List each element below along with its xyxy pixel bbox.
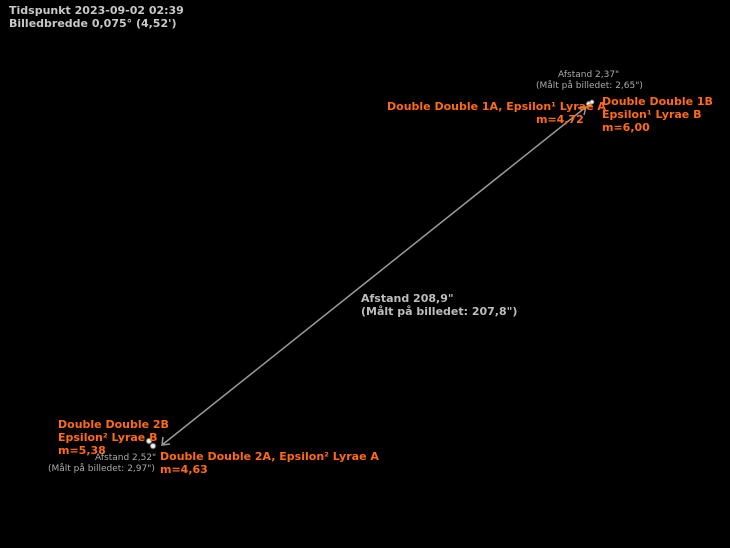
arrow-head-top bbox=[577, 106, 587, 116]
pair1-distance: Afstand 2,37" bbox=[558, 70, 620, 80]
star-1b[interactable] bbox=[589, 99, 595, 105]
star-2a-name: Double Double 2A, Epsilon² Lyrae A bbox=[160, 450, 379, 463]
pair2-measured: (Målt på billedet: 2,97") bbox=[48, 464, 155, 474]
star-2a-mag: m=4,63 bbox=[160, 463, 208, 476]
main-measured: (Målt på billedet: 207,8") bbox=[361, 305, 518, 318]
arrow-head-bottom bbox=[161, 436, 171, 446]
pair1-measured: (Målt på billedet: 2,65") bbox=[536, 81, 643, 91]
distance-line bbox=[161, 106, 587, 446]
star-1a-mag: m=4,72 bbox=[536, 113, 584, 126]
main-distance: Afstand 208,9" bbox=[361, 292, 454, 305]
star-2b-mag: m=5,38 bbox=[58, 444, 106, 457]
star-2a[interactable] bbox=[149, 442, 157, 450]
star-1b-name: Double Double 1B bbox=[602, 95, 713, 108]
field-of-view: Billedbredde 0,075° (4,52') bbox=[9, 17, 177, 30]
timestamp: Tidspunkt 2023-09-02 02:39 bbox=[9, 4, 184, 17]
pair2-distance: Afstand 2,52" bbox=[95, 453, 157, 463]
star-1b-alias: Epsilon¹ Lyrae B bbox=[602, 108, 702, 121]
star-2b-alias: Epsilon² Lyrae B bbox=[58, 431, 158, 444]
star-2b-name: Double Double 2B bbox=[58, 418, 169, 431]
star-1a-name: Double Double 1A, Epsilon¹ Lyrae A bbox=[387, 100, 606, 113]
star-1b-mag: m=6,00 bbox=[602, 121, 650, 134]
